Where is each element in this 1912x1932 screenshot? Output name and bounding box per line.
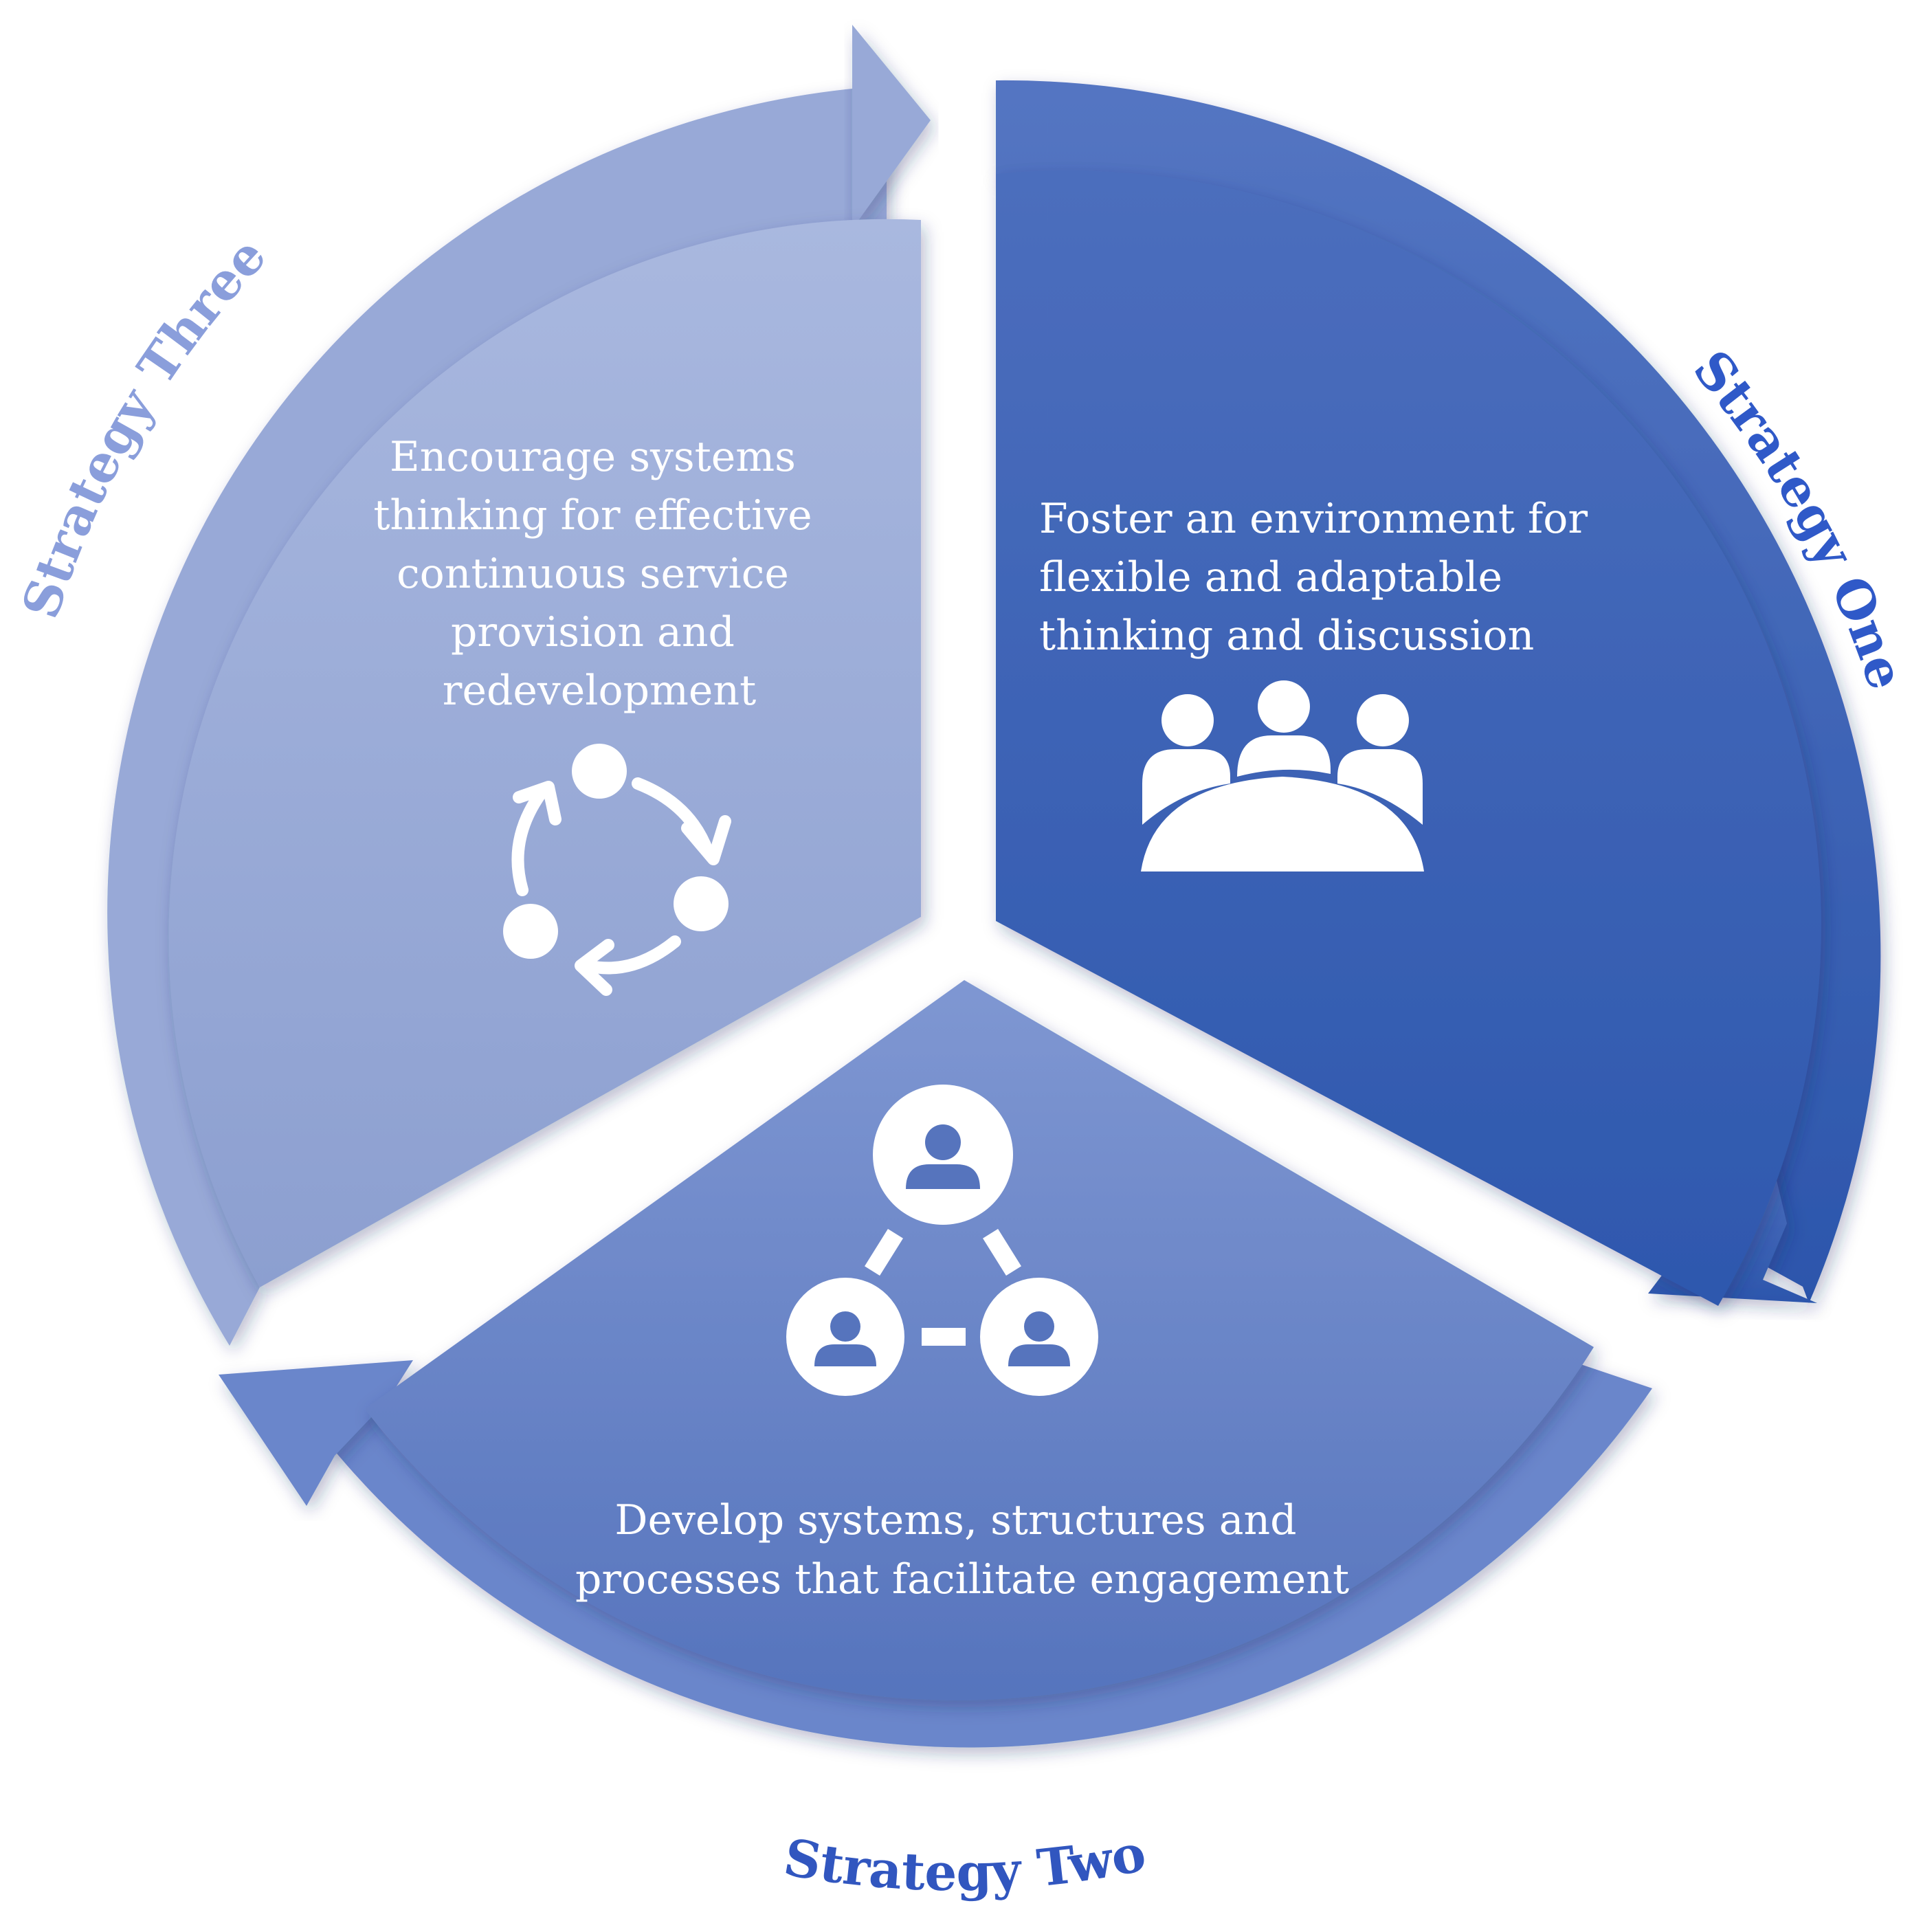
arrowhead-strategy-two — [219, 1360, 413, 1506]
network-people-icon — [786, 1085, 1098, 1396]
person-node-left — [786, 1278, 904, 1396]
segment-text-strategy-two: Develop systems, structures and processe… — [575, 1496, 1349, 1603]
label-strategy-two: Strategy Two — [780, 1823, 1150, 1902]
segment-strategy-three — [168, 219, 921, 1287]
ring-arrow-strategy-two — [219, 1360, 1652, 1748]
segment-strategy-two — [365, 980, 1594, 1700]
person-node-right — [980, 1278, 1098, 1396]
cycle-icon — [503, 744, 731, 996]
segment-strategy-one — [996, 170, 1821, 1307]
person-node-top — [873, 1085, 1013, 1225]
ring-arrow-strategy-three — [107, 25, 931, 1346]
meeting-group-icon — [1141, 680, 1424, 871]
segment-text-strategy-three: Encourage systems thinking for effective… — [373, 433, 825, 715]
arrowhead-strategy-three — [852, 25, 931, 229]
segment-text-strategy-one: Foster an environment for flexible and a… — [1039, 495, 1601, 660]
